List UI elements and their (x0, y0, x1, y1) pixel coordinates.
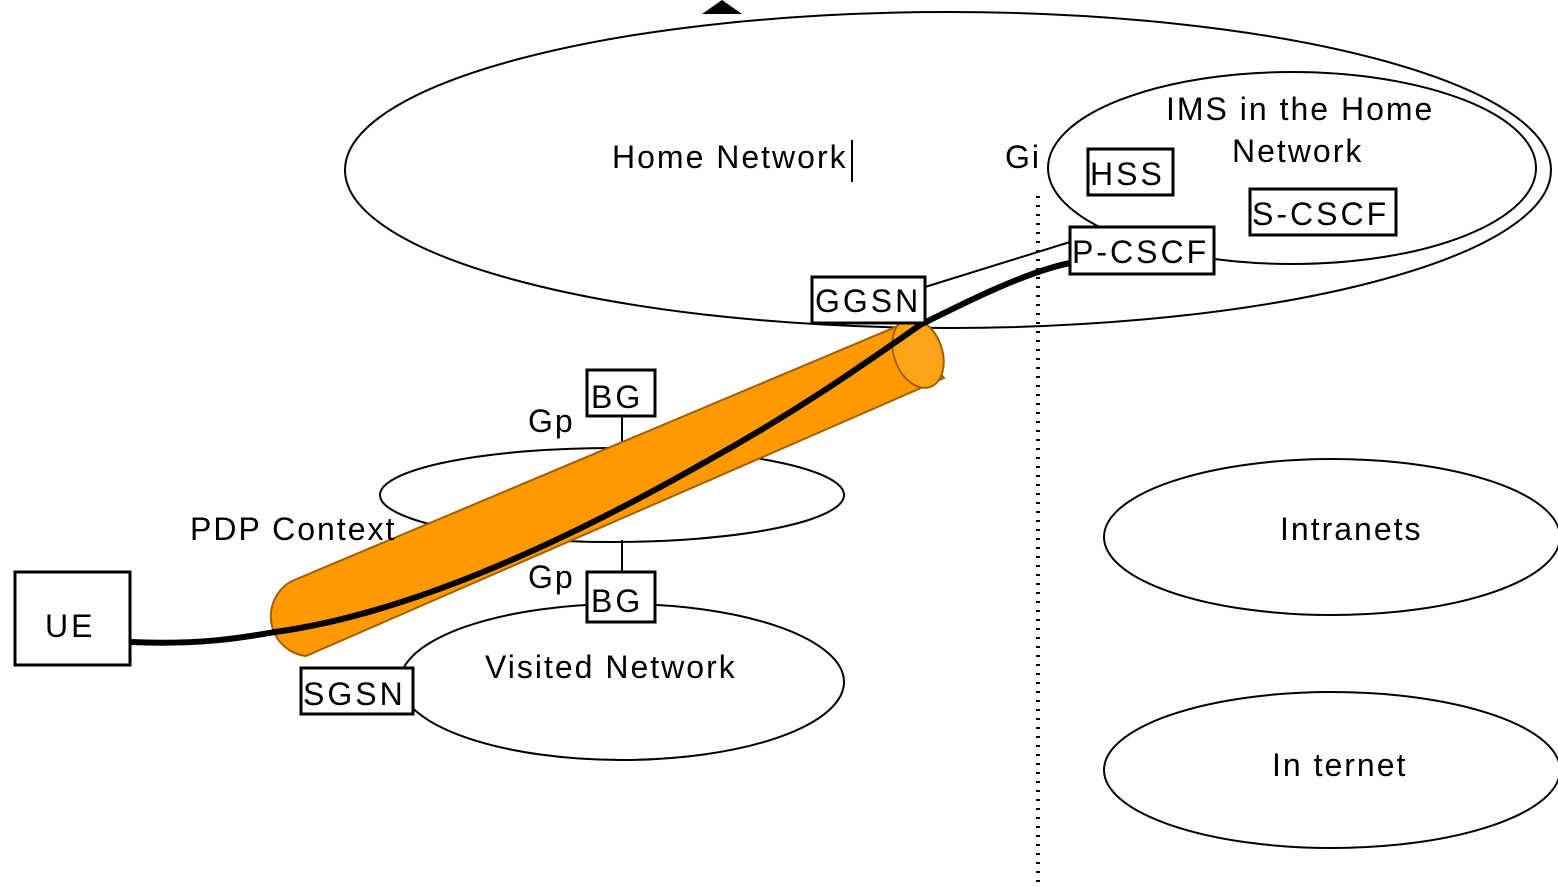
gp-bottom-label: Gp (528, 559, 575, 595)
top-arrowhead-fragment (702, 0, 742, 14)
ggsn-node: GGSN (810, 275, 927, 325)
p-cscf-node: P-CSCF (1068, 225, 1216, 276)
internet-label: In ternet (1272, 747, 1407, 783)
intranets-label: Intranets (1280, 511, 1423, 547)
ims-label-line2: Network (1232, 133, 1363, 169)
bg-bottom-node: BG (585, 570, 657, 624)
home-network-label: Home Network (612, 139, 848, 175)
s-cscf-label: S-CSCF (1252, 196, 1389, 232)
bearer-path (127, 259, 1078, 646)
sgsn-node: SGSN (299, 666, 415, 716)
home-network-ellipse (344, 11, 1552, 329)
s-cscf-node: S-CSCF (1248, 187, 1398, 237)
p-cscf-label: P-CSCF (1072, 234, 1209, 270)
pdp-context-label: PDP Context (190, 511, 396, 547)
gp-top-label: Gp (528, 403, 575, 439)
ims-label-line1: IMS in the Home (1166, 91, 1434, 127)
internet-ellipse (1103, 691, 1558, 849)
ggsn-pcscf-link (924, 241, 1071, 288)
bg-top-node: BG (585, 368, 657, 418)
ims-home-network-ellipse (1047, 71, 1537, 265)
gi-label: Gi (1005, 139, 1041, 175)
sgsn-label: SGSN (303, 676, 406, 712)
ue-label: UE (45, 608, 95, 644)
ggsn-label: GGSN (815, 283, 921, 319)
bg-top-label: BG (591, 379, 643, 415)
ue-node: UE (13, 570, 132, 667)
visited-network-label: Visited Network (485, 649, 737, 685)
hss-label: HSS (1090, 156, 1165, 192)
intranets-ellipse (1103, 458, 1558, 616)
bg-bottom-label: BG (591, 583, 643, 619)
hss-node: HSS (1086, 147, 1175, 197)
